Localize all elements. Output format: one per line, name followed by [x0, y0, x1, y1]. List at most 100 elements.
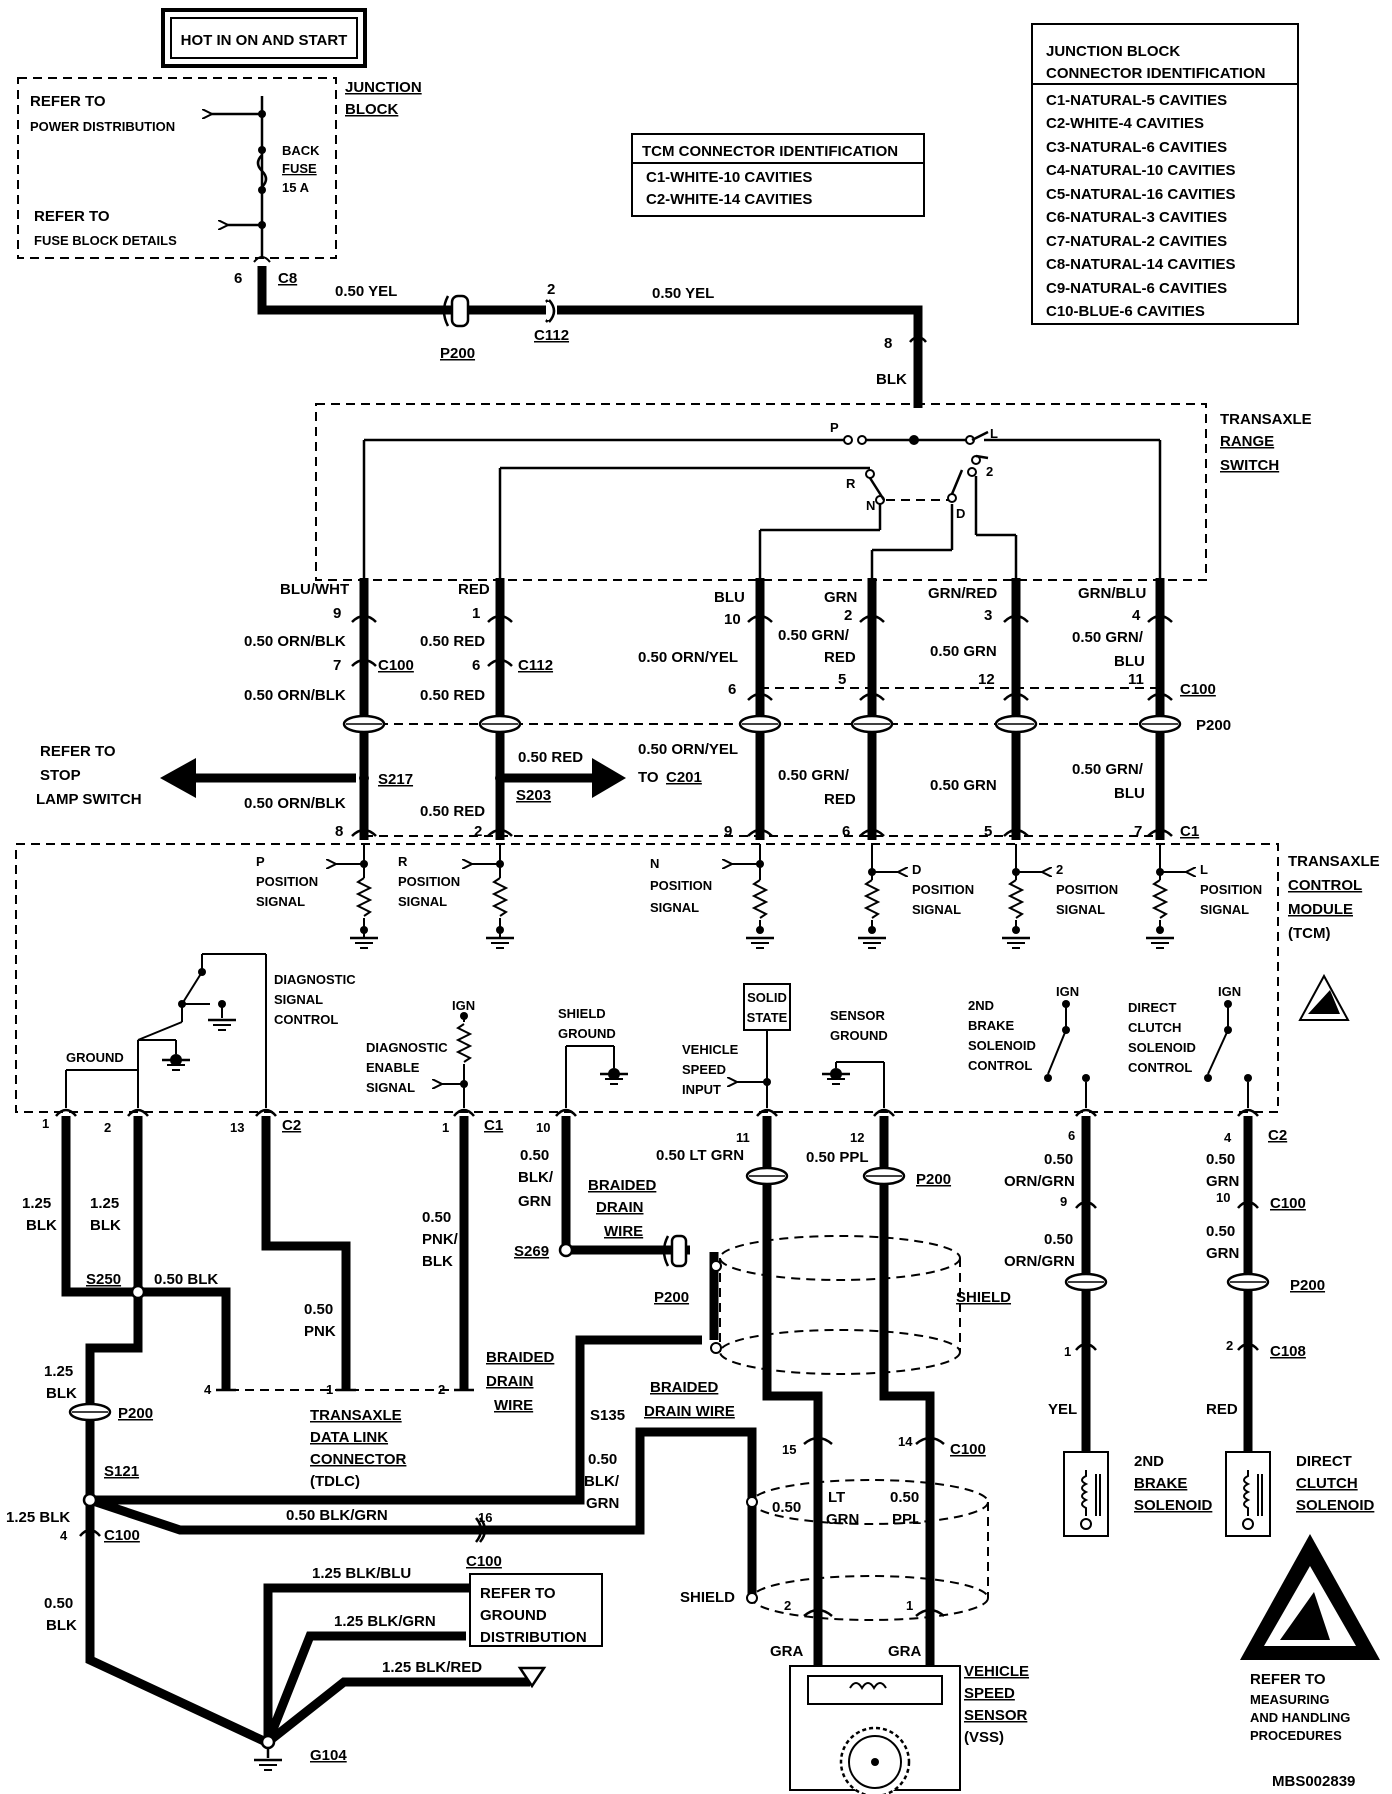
col-d-top: GRN	[824, 589, 857, 606]
pin-13: 13	[230, 1120, 244, 1135]
diag-enable-1: DIAGNOSTIC	[366, 1040, 448, 1055]
r-red: RED	[1206, 1401, 1238, 1418]
hot-in-box: HOT IN ON AND START	[161, 8, 367, 68]
brake2-3: SOLENOID	[968, 1038, 1036, 1053]
range-switch: TRANSAXLE RANGE SWITCH P L R N D 2	[315, 403, 1312, 581]
col-f-g2a: 0.50 GRN/	[1072, 761, 1144, 778]
tcm-module: TRANSAXLE CONTROL MODULE (TCM)	[15, 843, 1380, 1113]
refer-power-2: POWER DISTRIBUTION	[30, 119, 175, 134]
tcm-bottom-pins: 1 2 13 C2 1 C1 10 11 12 6 4 C2	[42, 1108, 1287, 1145]
p200b: P200	[654, 1289, 689, 1306]
sig-d-3: SIGNAL	[912, 902, 961, 917]
r-g2-1: 0.50	[1206, 1151, 1235, 1168]
fuse-label-2: FUSE	[282, 161, 317, 176]
col-c-top: BLU	[714, 589, 745, 606]
col-f-g2b: BLU	[1114, 785, 1145, 802]
col-a-pin1: 9	[333, 605, 341, 622]
solid-state-1: SOLID	[747, 990, 787, 1005]
ign-clutch: IGN	[1218, 984, 1241, 999]
refer-ground-2: GROUND	[480, 1607, 547, 1624]
sig-2-1: 2	[1056, 862, 1063, 877]
sensor-ground-1: SENSOR	[830, 1008, 886, 1023]
ppl: 0.50 PPL	[806, 1149, 869, 1166]
s250: S250	[86, 1271, 121, 1288]
pin-2: 2	[104, 1120, 111, 1135]
clutch-4: CONTROL	[1128, 1060, 1192, 1075]
p200d: P200	[118, 1405, 153, 1422]
col-c-pin3: 9	[724, 823, 732, 840]
r-pin-2: 2	[1226, 1338, 1233, 1353]
sig-r-3: SIGNAL	[398, 894, 447, 909]
brake2-4: CONTROL	[968, 1058, 1032, 1073]
col-f-pin1: 4	[1132, 607, 1141, 624]
pos-l: L	[990, 426, 998, 441]
shield: SHIELD	[956, 1289, 1011, 1306]
diag-enable-3: SIGNAL	[366, 1080, 415, 1095]
wire-yel-right: 0.50 YEL	[652, 285, 714, 302]
col-a-splice: S217	[378, 771, 413, 788]
jb-conn-id-title-1: JUNCTION BLOCK	[1046, 43, 1180, 60]
p200-row-label: P200	[1196, 717, 1231, 734]
vss-3: SENSOR	[964, 1707, 1028, 1724]
diag-ctrl-3: CONTROL	[274, 1012, 338, 1027]
r-c100: C100	[1270, 1195, 1306, 1212]
col-b-g2: 0.50 RED	[420, 687, 485, 704]
col-d-pin2: 5	[838, 671, 846, 688]
pnkblk-2: PNK/	[422, 1231, 459, 1248]
clutch-2: CLUTCH	[1128, 1020, 1181, 1035]
r-g1-1: 0.50	[1044, 1151, 1073, 1168]
blk-a-1: 1.25	[22, 1195, 51, 1212]
braided2-3: WIRE	[494, 1397, 533, 1414]
blkgrn3-2: BLK/	[584, 1473, 620, 1490]
pin-16: 16	[478, 1510, 492, 1525]
range-switch-title-3: SWITCH	[1220, 457, 1279, 474]
sig-2-3: SIGNAL	[1056, 902, 1105, 917]
pos-p: P	[830, 420, 839, 435]
pnkblk-3: BLK	[422, 1253, 453, 1270]
r-pin-1: 1	[1064, 1344, 1071, 1359]
vss-pin-2: 2	[784, 1598, 791, 1613]
p200c: P200	[916, 1171, 951, 1188]
sig-l-3: SIGNAL	[1200, 902, 1249, 917]
refer-power-1: REFER TO	[30, 93, 106, 110]
diagram-code: MBS002839	[1272, 1773, 1355, 1790]
clutch-1: DIRECT	[1128, 1000, 1176, 1015]
r-c108: C108	[1270, 1343, 1306, 1360]
braided1-1: BRAIDED	[588, 1177, 657, 1194]
col-d-pin1: 2	[844, 607, 852, 624]
clutch-sol-3: SOLENOID	[1296, 1497, 1375, 1514]
jb-conn-row: C2-WHITE-4 CAVITIES	[1046, 115, 1204, 132]
jb-conn-row: C6-NATURAL-3 CAVITIES	[1046, 209, 1227, 226]
pos-d: D	[956, 506, 965, 521]
vss-input-3: INPUT	[682, 1082, 721, 1097]
s121: S121	[104, 1463, 139, 1480]
tcm-conn-row: C2-WHITE-14 CAVITIES	[646, 191, 812, 208]
tdlc-3: CONNECTOR	[310, 1451, 407, 1468]
sig-n-2: POSITION	[650, 878, 712, 893]
blkblu: 1.25 BLK/BLU	[312, 1565, 411, 1582]
blkgrn2: 0.50 BLK/GRN	[286, 1507, 388, 1524]
ltgrn2-2: GRN	[826, 1511, 859, 1528]
sig-d-1: D	[912, 862, 921, 877]
col-a-g3: 0.50 ORN/BLK	[244, 795, 346, 812]
junction-block-title-1: JUNCTION	[345, 79, 422, 96]
lower-pin-4: 4	[60, 1528, 68, 1543]
ign-diag: IGN	[452, 998, 475, 1013]
tdlc-pin-2: 2	[438, 1382, 445, 1397]
col-f-top: GRN/BLU	[1078, 585, 1146, 602]
ltgrn: 0.50 LT GRN	[656, 1147, 744, 1164]
sensor-ground-2: GROUND	[830, 1028, 888, 1043]
blkgrn3-3: GRN	[586, 1495, 619, 1512]
vss-2: SPEED	[964, 1685, 1015, 1702]
brake2-1: 2ND	[968, 998, 994, 1013]
ltgrn2-1: LT	[828, 1489, 845, 1506]
c100b: C100	[466, 1553, 502, 1570]
braided3-2: DRAIN WIRE	[644, 1403, 735, 1420]
col-d-g2a: 0.50 GRN/	[778, 767, 850, 784]
col-a-top: BLU/WHT	[280, 581, 349, 598]
jb-conn-row: C7-NATURAL-2 CAVITIES	[1046, 233, 1227, 250]
column-labels: BLU/WHT 9 0.50 ORN/BLK 7 C100 0.50 ORN/B…	[36, 581, 1231, 840]
col-b-pin2: 6	[472, 657, 480, 674]
range-switch-title-2: RANGE	[1220, 433, 1274, 450]
blk-b-1: 1.25	[90, 1195, 119, 1212]
